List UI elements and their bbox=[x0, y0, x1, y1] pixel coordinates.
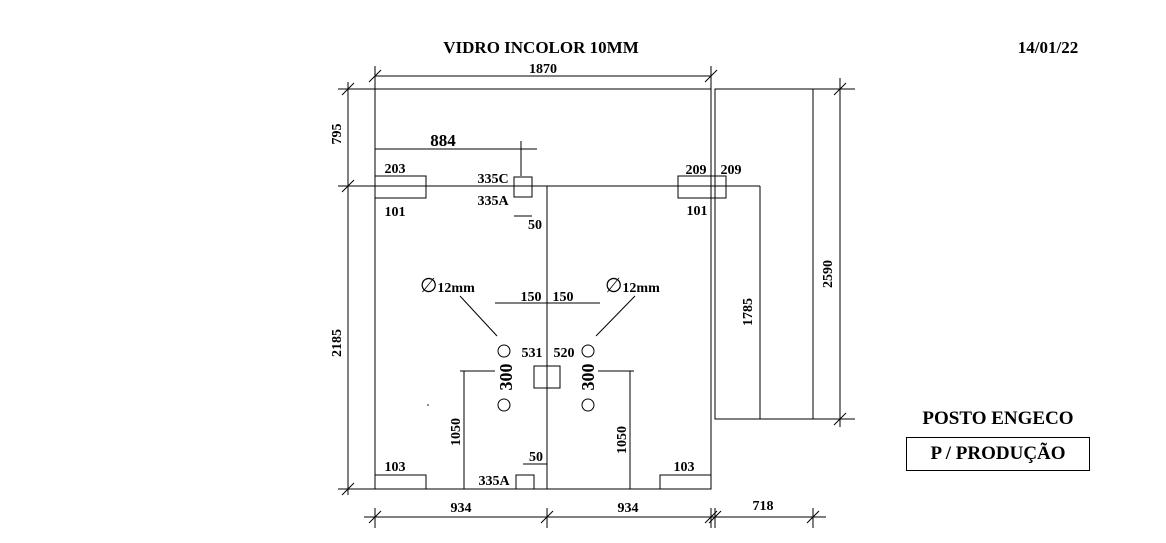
cutout-center-label-c: 335C bbox=[477, 172, 508, 187]
cutout-bottom-center-label: 335A bbox=[478, 474, 510, 489]
cutout-bottom-center bbox=[515, 474, 535, 490]
cutout-center-label-a: 335A bbox=[477, 194, 509, 209]
dim-1050-left: 1050 bbox=[449, 418, 464, 446]
cutout-bottom-left bbox=[374, 474, 427, 490]
side-glass-panel bbox=[714, 88, 814, 420]
cutout-bottom-left-label: 103 bbox=[385, 460, 406, 475]
dim-total-width: 1870 bbox=[529, 62, 557, 77]
production-status-box: P / PRODUÇÃO bbox=[906, 437, 1090, 471]
hole-right-label: ∅12mm bbox=[605, 275, 660, 297]
cutout-top-left-width: 203 bbox=[385, 162, 406, 177]
cutout-center-top-50: 50 bbox=[528, 218, 542, 233]
cutout-top-right-height: 101 bbox=[687, 204, 708, 219]
cutout-top-right-width-side: 209 bbox=[721, 163, 742, 178]
hole-lower-left bbox=[497, 398, 511, 412]
dim-1050-right: 1050 bbox=[615, 426, 630, 454]
dim-top-height: 795 bbox=[330, 124, 345, 145]
cutout-bottom-right-label: 103 bbox=[674, 460, 695, 475]
cutout-top-right-width: 209 bbox=[686, 163, 707, 178]
cutout-bottom-center-50: 50 bbox=[529, 450, 543, 465]
cutout-top-left-height: 101 bbox=[385, 205, 406, 220]
dim-bottom-left: 934 bbox=[451, 501, 472, 516]
dim-side-total-height: 2590 bbox=[821, 260, 836, 288]
leader-right bbox=[595, 295, 636, 337]
main-glass-panel bbox=[374, 88, 712, 490]
posto-label: POSTO ENGECO bbox=[922, 408, 1074, 429]
dim-side-panel-width: 718 bbox=[753, 499, 774, 514]
dim-side-panel-height: 1785 bbox=[741, 298, 756, 326]
cutout-center-middle bbox=[533, 365, 561, 389]
hole-upper-left bbox=[497, 344, 511, 358]
dim-300-right: 300 bbox=[578, 364, 598, 391]
dim-300-left: 300 bbox=[496, 364, 516, 391]
cutout-531: 531 bbox=[522, 346, 543, 361]
cutout-bottom-right bbox=[659, 474, 712, 490]
cutout-top-left bbox=[374, 175, 427, 199]
mark-dot bbox=[427, 404, 429, 406]
dim-150-left: 150 bbox=[521, 290, 542, 305]
dim-150-right: 150 bbox=[553, 290, 574, 305]
hole-lower-right bbox=[581, 398, 595, 412]
dim-884: 884 bbox=[430, 131, 456, 150]
cutout-520: 520 bbox=[554, 346, 575, 361]
drawing-date: 14/01/22 bbox=[1018, 38, 1078, 57]
cutout-top-right bbox=[677, 175, 727, 199]
cutout-center-top bbox=[513, 176, 533, 198]
hole-left-label: ∅12mm bbox=[420, 275, 475, 297]
dim-bottom-right: 934 bbox=[618, 501, 639, 516]
drawing-title: VIDRO INCOLOR 10MM bbox=[443, 38, 639, 57]
leader-left bbox=[459, 295, 498, 337]
dim-bottom-height: 2185 bbox=[330, 329, 345, 357]
hole-upper-right bbox=[581, 344, 595, 358]
